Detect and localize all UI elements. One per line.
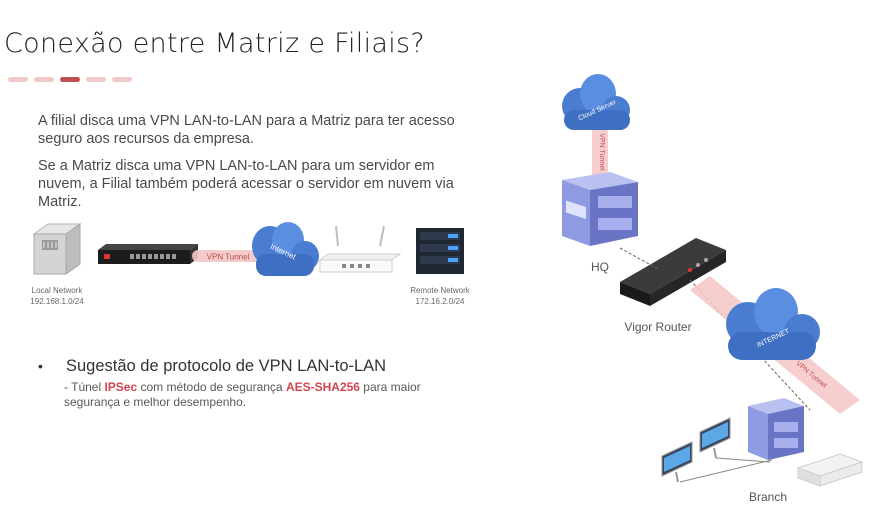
- vpn-tunnel-label: VPN Tunnel: [207, 253, 250, 262]
- underline-dash: [8, 77, 28, 82]
- page-title: Conexão entre Matriz e Filiais?: [4, 28, 426, 59]
- internet-cloud-icon: [252, 222, 319, 276]
- remote-router-icon: [318, 225, 402, 273]
- protocol-suggestion: • Sugestão de protocolo de VPN LAN-to-LA…: [38, 357, 386, 376]
- hq-label: HQ: [591, 260, 609, 274]
- branch-label: Branch: [749, 490, 787, 504]
- branch-lan-link: [679, 459, 773, 483]
- title-underline: [8, 77, 132, 82]
- cloud-server-icon: [562, 74, 630, 130]
- protocol-detail: - Túnel IPSec com método de segurança AE…: [64, 380, 464, 410]
- router-branch-link: [689, 279, 811, 411]
- local-network-ip: 192.168.1.0/24: [30, 297, 84, 306]
- vigor-router-label: Vigor Router: [624, 320, 691, 334]
- hq-router-link: [619, 247, 661, 271]
- detail-prefix: - Túnel: [64, 380, 105, 394]
- internet-cloud-icon: [726, 288, 820, 360]
- lan-to-lan-diagram: Local Network 192.168.1.0/24 VPN Tunnel …: [30, 222, 471, 306]
- vigor-router-3d-icon: [620, 238, 726, 306]
- topology-diagram: VPN Tunnel Cloud Server HQ Vigor Router …: [562, 74, 864, 504]
- monitor-icon: [661, 441, 693, 483]
- detail-suffix: para maior segurança e melhor desempenho…: [64, 380, 421, 409]
- detail-mid: com método de segurança: [137, 380, 286, 394]
- underline-dash: [34, 77, 54, 82]
- underline-dash: [112, 77, 132, 82]
- vpn-tunnel-band: [192, 250, 272, 262]
- remote-network-ip: 172.16.2.0/24: [416, 297, 465, 306]
- vertical-tunnel-label: VPN Tunnel: [598, 133, 605, 171]
- network-switch-icon: [796, 453, 864, 487]
- local-network-label: Local Network: [32, 286, 84, 295]
- ipsec-highlight: IPSec: [104, 380, 138, 394]
- bullet-marker: •: [38, 358, 43, 374]
- underline-dash: [86, 77, 106, 82]
- paragraph-1: A filial disca uma VPN LAN-to-LAN para a…: [38, 113, 455, 147]
- paragraph-2: Se a Matriz disca uma VPN LAN-to-LAN par…: [38, 158, 454, 210]
- branch-lan-link: [715, 457, 771, 463]
- bullet-text: Sugestão de protocolo de VPN LAN-to-LAN: [66, 357, 387, 375]
- underline-dash-active: [60, 77, 80, 82]
- branch-building-icon: [748, 398, 804, 460]
- vigor-router-icon: [98, 244, 198, 264]
- remote-network-label: Remote Network: [410, 286, 471, 295]
- vertical-vpn-tunnel: [592, 116, 608, 188]
- remote-server-icon: [416, 228, 464, 274]
- monitor-icon: [699, 417, 731, 459]
- hq-building-icon: [562, 172, 638, 246]
- aes-highlight: AES-SHA256: [285, 380, 360, 394]
- server-icon: [32, 223, 82, 275]
